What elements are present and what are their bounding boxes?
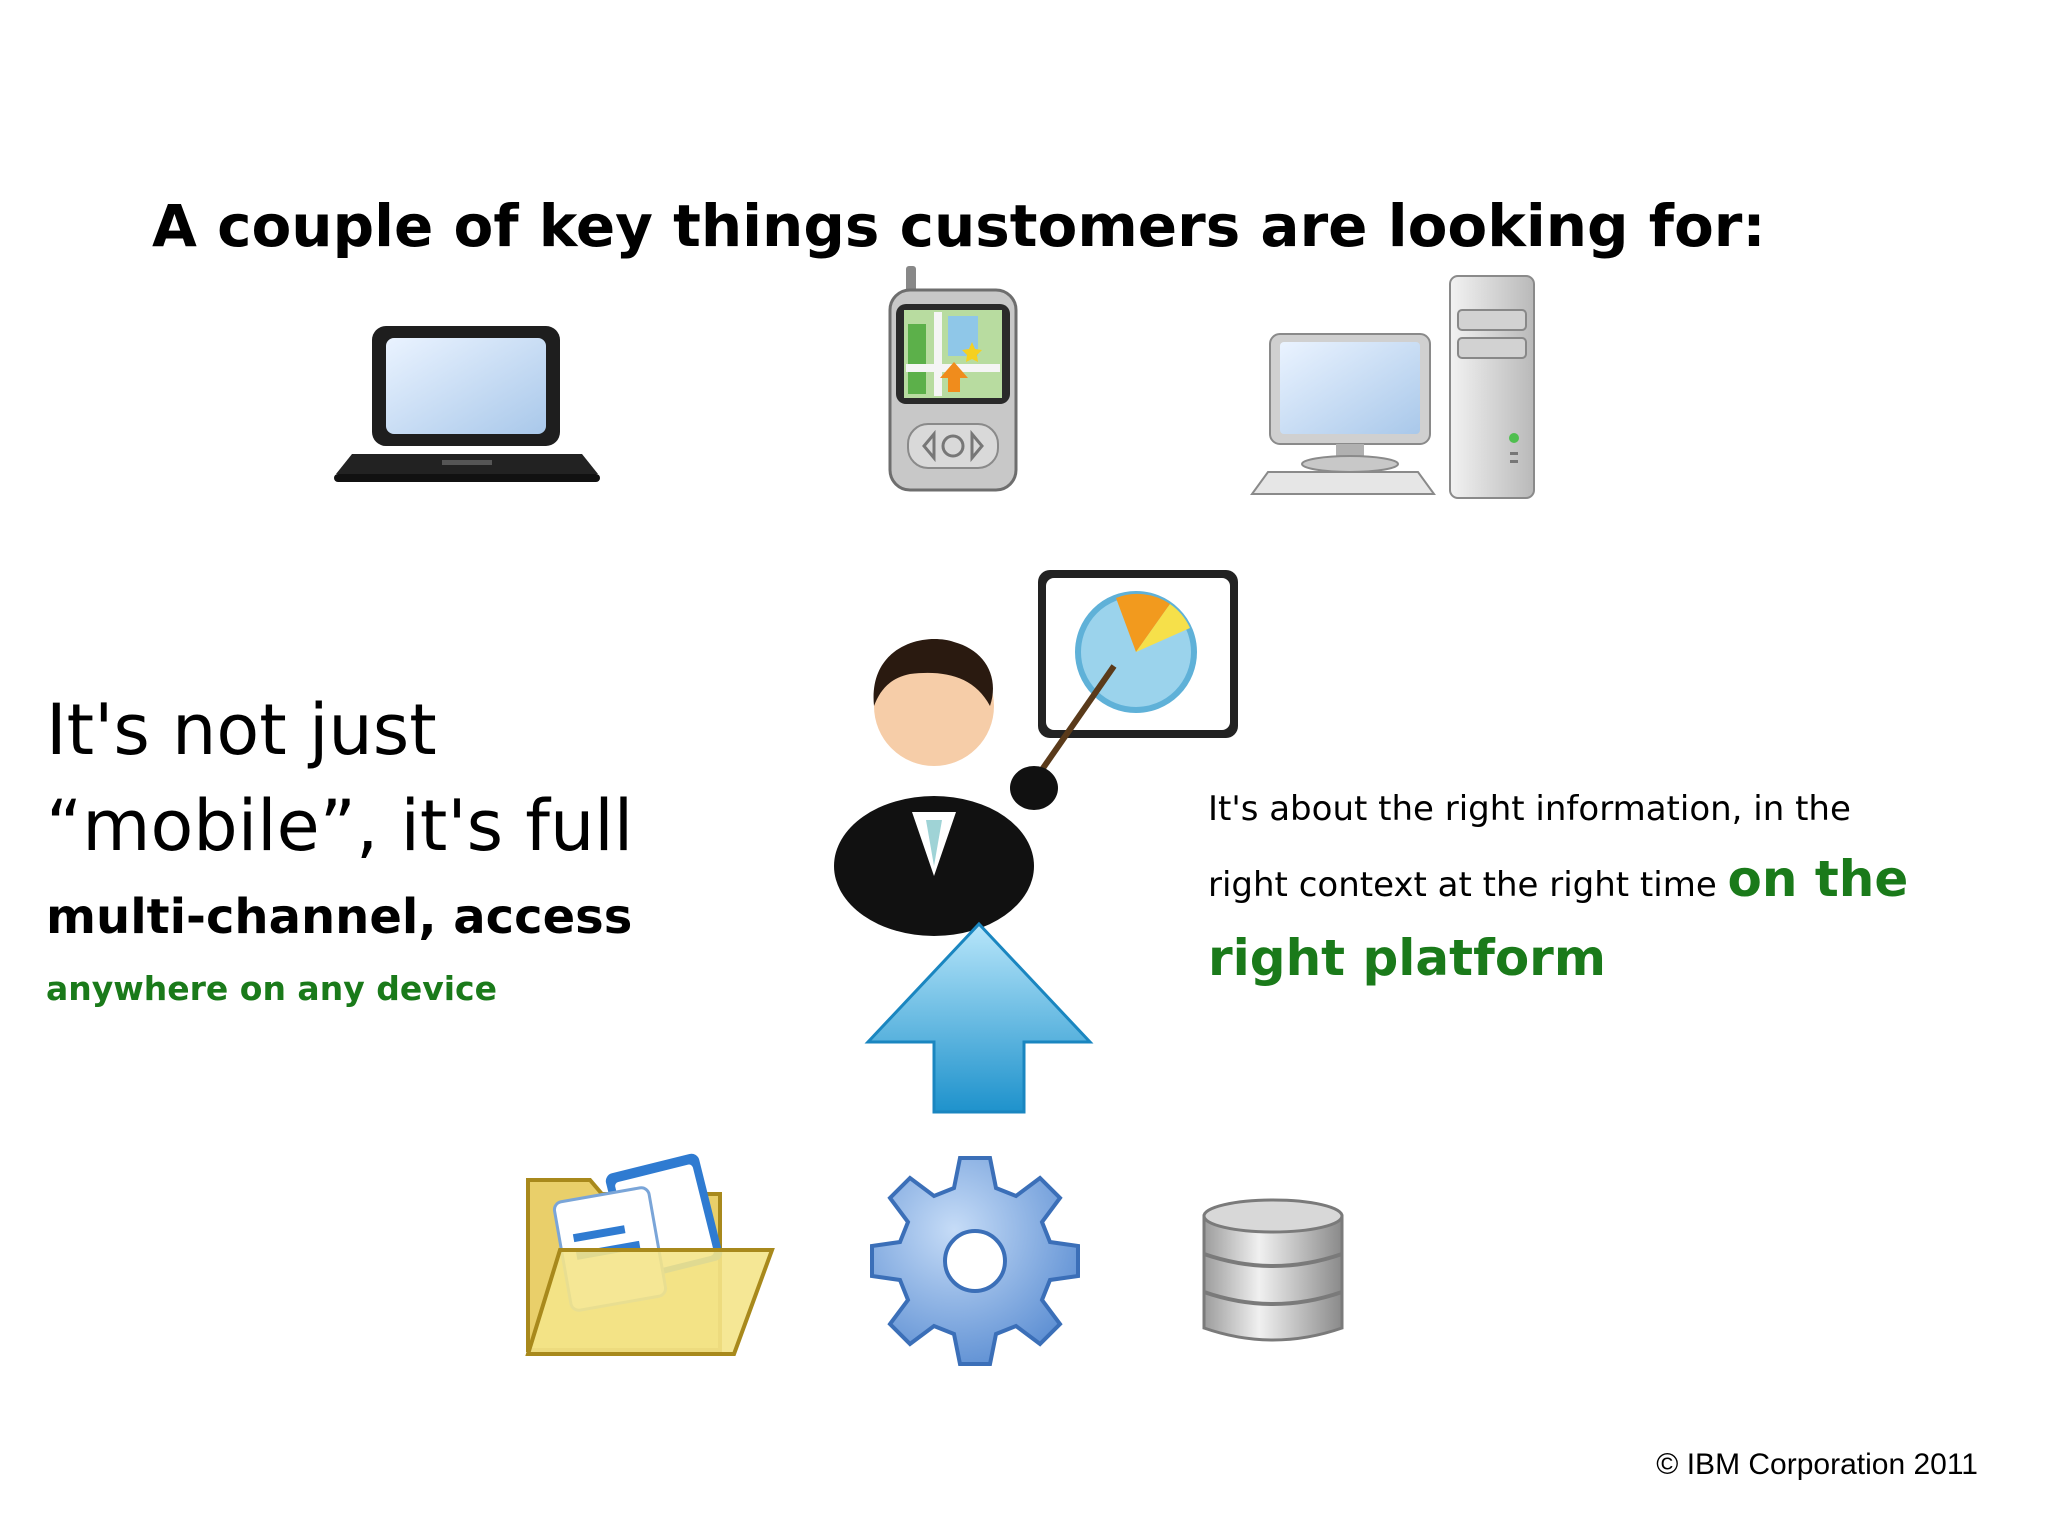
right-text-line-2: right context at the right time on the — [1208, 844, 1988, 920]
desktop-computer-icon — [1250, 275, 1535, 499]
presenter-icon — [834, 570, 1238, 936]
slide-title: A couple of key things customers are loo… — [152, 192, 1766, 260]
folder-documents-icon — [525, 1153, 775, 1356]
right-text-line-2-highlight: on the — [1727, 850, 1909, 908]
database-icon — [1202, 1198, 1344, 1342]
left-text-line-4: anywhere on any device — [46, 969, 497, 1008]
left-text-line-2: “mobile”, it's full — [46, 785, 634, 867]
copyright-footer: © IBM Corporation 2011 — [1656, 1448, 1978, 1481]
laptop-icon — [334, 326, 600, 482]
smartphone-icon — [888, 266, 1018, 492]
left-text-block: It's not just “mobile”, it's full multi-… — [46, 682, 686, 1018]
right-text-block: It's about the right information, in the… — [1208, 774, 1988, 996]
left-text-line-1: It's not just — [46, 689, 437, 771]
left-text-line-3: multi-channel, access — [46, 889, 633, 945]
right-text-line-2-plain: right context at the right time — [1208, 865, 1728, 905]
right-text-line-3: right platform — [1208, 929, 1606, 987]
gear-icon — [870, 1156, 1080, 1366]
up-arrow-icon — [864, 921, 1094, 1114]
right-text-line-1: It's about the right information, in the — [1208, 789, 1851, 829]
